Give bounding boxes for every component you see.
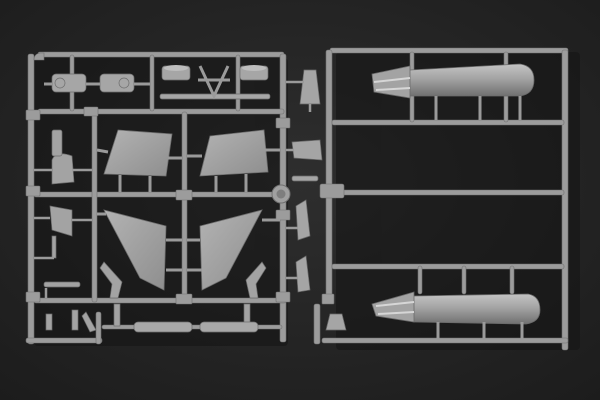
control-surface-upper-left [103, 129, 173, 177]
fuselage-half-lower [371, 291, 541, 340]
small-gates [34, 168, 92, 298]
fin-gates [97, 212, 280, 272]
tail-fin-right [199, 209, 263, 291]
tail-fin-left [103, 209, 167, 291]
launcher-rail-left [133, 321, 193, 333]
panel-gates [96, 148, 280, 192]
right-sprue-frame [313, 47, 569, 351]
engine-detail-parts [44, 65, 271, 100]
control-surface-upper-right [199, 129, 269, 177]
small-bracket-parts [43, 129, 267, 333]
fuselage-half-upper [371, 63, 535, 120]
sprue-ring-connector [271, 184, 291, 204]
small-strut-part [325, 313, 347, 331]
mid-gates [286, 80, 312, 280]
gear-door-parts [291, 69, 323, 293]
launcher-rail-right [199, 321, 259, 333]
